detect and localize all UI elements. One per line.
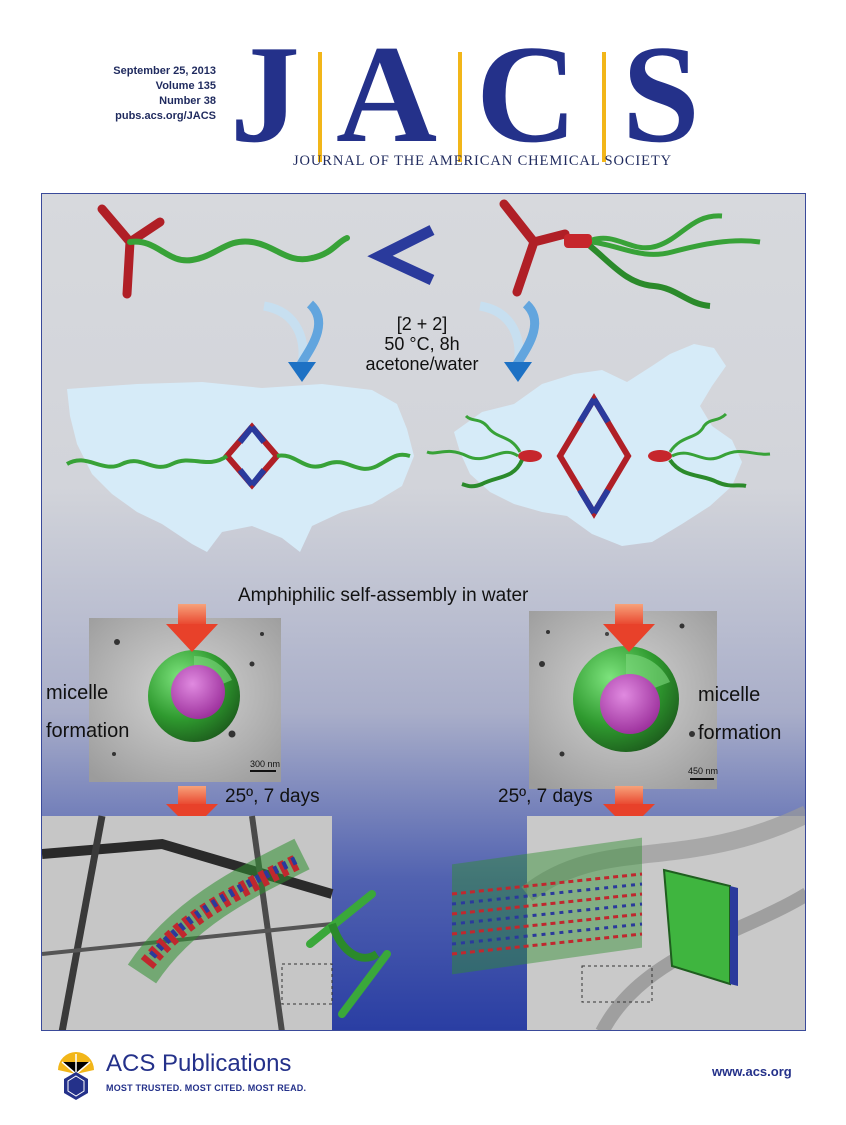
scale-label-right: 450 nm: [688, 766, 719, 776]
usa-map-shape: [67, 382, 414, 552]
issue-date: September 25, 2013: [113, 65, 216, 77]
reaction-ratio: [2 + 2]: [396, 314, 448, 334]
micelle-label-line: micelle: [46, 682, 109, 704]
reaction-temperature: 50 °C, 8h: [384, 334, 460, 354]
logo-letter-s: S: [622, 17, 700, 172]
cover-illustration: [42, 199, 805, 1030]
jacs-logo: J A C S: [230, 20, 730, 170]
aging-label-right: 25º, 7 days: [498, 786, 593, 807]
linear-ligand-molecule: [97, 204, 350, 299]
china-map-shape: [454, 344, 742, 546]
logo-divider: [458, 52, 462, 162]
logo-letter-j: J: [230, 17, 300, 172]
micelle-label-line: micelle: [698, 684, 761, 706]
metallacycle-linear: [65, 422, 411, 490]
assembly-label: Amphiphilic self-assembly in water: [238, 585, 529, 606]
reaction-solvent: acetone/water: [365, 354, 479, 374]
arrow-down-icon: [504, 362, 532, 382]
issue-number: Number 38: [159, 95, 216, 107]
micelle-label-left: micelle formation: [46, 674, 129, 750]
layered-sheet-model: [451, 837, 653, 1003]
sheet-tem-image: [521, 805, 805, 1030]
helical-fibre-model: [127, 838, 310, 984]
logo-letter-a: A: [336, 17, 438, 172]
scale-label-left: 300 nm: [250, 759, 281, 769]
micelle-left: [148, 650, 240, 742]
issue-volume: Volume 135: [155, 80, 216, 92]
micelle-label-right: micelle formation: [698, 676, 781, 752]
micelle-label-line: formation: [698, 722, 782, 744]
metallacycle-branched: [426, 393, 771, 519]
publisher-name: ACS Publications: [106, 1050, 292, 1077]
micelle-right: [573, 646, 679, 752]
arrow-down-icon: [288, 362, 316, 382]
fibre-tem-image: [42, 815, 391, 1030]
journal-url[interactable]: pubs.acs.org/JACS: [115, 110, 216, 122]
scale-bar: [250, 770, 276, 772]
logo-divider: [602, 52, 606, 162]
scale-bar: [690, 778, 714, 780]
bilayer-sheet-model: [662, 868, 738, 986]
publisher-tagline: MOST TRUSTED. MOST CITED. MOST READ.: [106, 1083, 307, 1093]
arrow-down-icon: [166, 604, 218, 652]
micelle-label-line: formation: [46, 720, 130, 742]
branched-ligand-molecule: [499, 199, 761, 309]
arrow-down-icon: [603, 604, 655, 652]
inequality-sign: [367, 225, 435, 285]
nanotube-model: [306, 890, 391, 1018]
reaction-conditions: [2 + 2] 50 °C, 8h acetone/water: [362, 314, 482, 374]
publisher-website[interactable]: www.acs.org: [712, 1064, 792, 1079]
logo-divider: [318, 52, 322, 162]
aging-label-left: 25º, 7 days: [225, 786, 320, 807]
cover-art: [2 + 2] 50 °C, 8h acetone/water Amphiphi…: [41, 193, 806, 1031]
logo-letter-c: C: [476, 17, 578, 172]
acs-hexagon-logo-icon: [58, 1052, 94, 1100]
issue-info: September 25, 2013 Volume 135 Number 38 …: [96, 64, 216, 124]
journal-name: JOURNAL OF THE AMERICAN CHEMICAL SOCIETY: [293, 153, 673, 169]
